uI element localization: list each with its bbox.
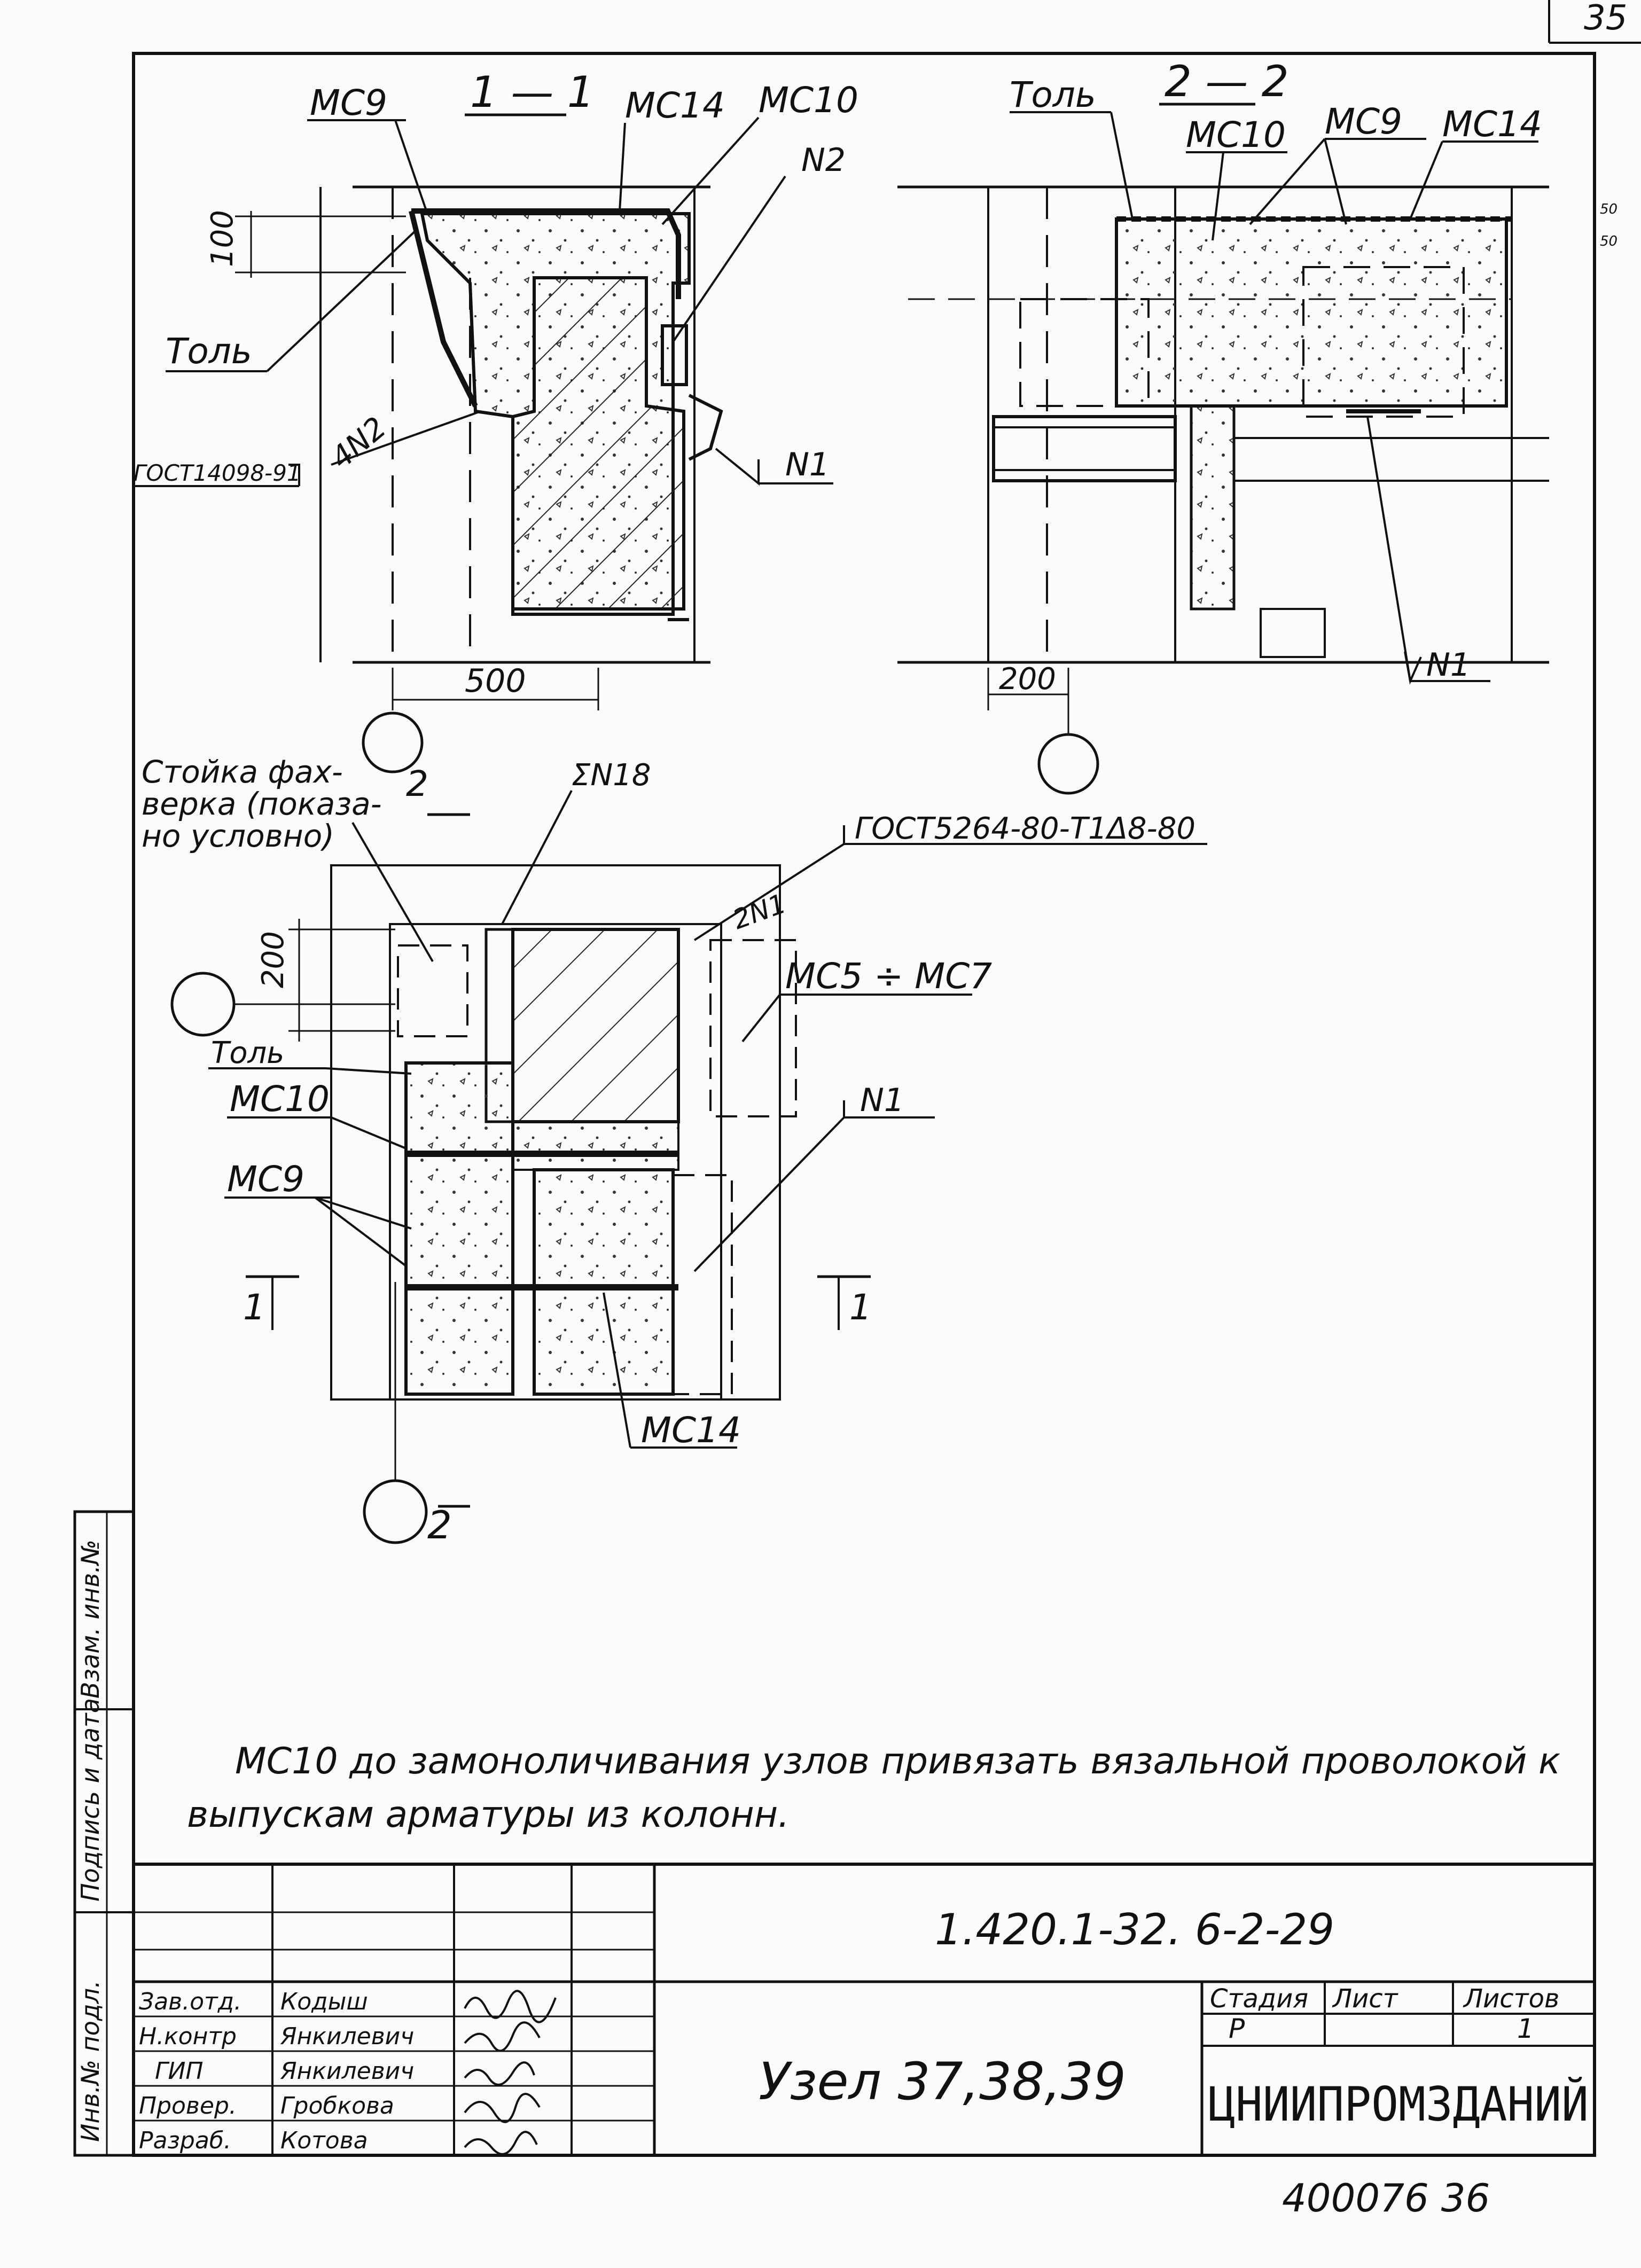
s11-dim500: 500 [465,662,526,700]
s22-title: 2 — 2 [1165,57,1289,106]
s11-mc14: МС14 [625,85,725,126]
plan-view: 200 1 1 2 2 Стойка фах- верка (показа- н… [142,754,1207,1547]
signature-5 [464,2131,538,2155]
section-2-2: 200 2 — 2 Толь МС10 МС9 МС14 N1 50 50 [897,57,1617,795]
s22-mc14: МС14 [1442,104,1542,145]
sheets-value: 1 [1517,2013,1534,2044]
s22-mc10: МС10 [1186,114,1286,155]
sheet-header: Лист [1332,1984,1399,2014]
note: МС10 до замоноличивания узлов привязать … [187,1740,1560,1836]
plan-tol: Толь [211,1036,284,1070]
plan-mc10: МС10 [230,1078,330,1120]
s22-callout-circle [1037,733,1099,795]
s22-mc9: МС9 [1325,101,1402,142]
role-5: Разраб. [139,2127,231,2154]
plan-mc9: МС9 [227,1159,304,1200]
plan-mc14: МС14 [641,1410,741,1451]
s22-dim200: 200 [999,662,1056,697]
plan-stoyka3: но условно) [142,818,334,854]
stage-header: Стадия [1210,1984,1308,2014]
role-4: Провер. [139,2092,237,2120]
plan-stoyka: Стойка фах- [142,754,343,790]
plan-gost5264: ГОСТ5264-80-Т1Δ8-80 [855,811,1195,846]
name-1: Кодыш [280,1988,368,2015]
name-4: Гробкова [280,2092,394,2120]
plan-cut1r: 1 [849,1287,872,1328]
s11-n1: N1 [785,446,830,483]
s11-mc10: МС10 [759,80,858,121]
signature-2 [464,2021,541,2052]
page-number: 35 [1584,0,1627,38]
plan-callout-bottom [363,1479,428,1544]
note-line-1: МС10 до замоноличивания узлов привязать … [235,1740,1560,1782]
drawing-title: Узел 37,38,39 [759,2052,1126,2111]
s22-n1: N1 [1426,646,1471,684]
role-1: Зав.отд. [139,1988,241,2015]
stage-value: Р [1229,2013,1245,2044]
s22-side1: 50 [1600,201,1617,217]
page-number-box: 35 [1548,0,1641,44]
role-3: ГИП [155,2058,204,2085]
signature-4 [464,2093,541,2123]
organization: ЦНИИПРОМЗДАНИЙ [1208,2077,1589,2132]
s22-tol: Толь [1010,74,1096,115]
sheets-header: Листов [1463,1984,1559,2014]
s11-tol: Толь [166,331,252,372]
name-2: Янкилевич [280,2023,414,2050]
s11-dim100: 100 [205,210,240,267]
signature-1 [464,1990,557,2023]
s11-gost: ГОСТ14098-91 [134,460,301,486]
role-2: Н.контр [139,2023,237,2050]
archive-number: 400076 36 [1282,2176,1490,2220]
plan-cut2top: 2 [406,763,428,804]
plan-mc5: МС5 ÷ МС7 [785,956,992,997]
stamp-sign: Подпись и дата [76,1698,105,1902]
drawing-code: 1.420.1-32. 6-2-29 [935,1905,1334,1954]
side-stamp: Инв.№ подл. Подпись и дата Взам. инв.№ [73,1510,135,2157]
s11-title: 1 — 1 [470,67,595,117]
s11-mc9: МС9 [310,82,387,123]
stamp-replace: Взам. инв.№ [76,1539,105,1699]
plan-callout-left [170,972,236,1037]
title-block: Зав.отд. Кодыш Н.контр Янкилевич ГИП Янк… [132,1863,1596,2157]
section-1-1: 100 500 1 — 1 МС9 МС14 МС10 N2 Толь 4N2 … [134,67,858,773]
plan-dim200: 200 [256,931,291,988]
name-3: Янкилевич [280,2058,414,2085]
note-line-2: выпускам арматуры из колонн. [187,1794,790,1836]
name-5: Котова [280,2127,368,2154]
stamp-inv: Инв.№ подл. [76,1980,105,2142]
s22-side2: 50 [1600,233,1617,249]
plan-n1: N1 [860,1082,904,1119]
s11-n2: N2 [801,142,846,179]
s11-callout-circle [362,711,424,773]
signature-3 [464,2061,535,2086]
plan-cut2bot: 2 [427,1503,452,1547]
plan-stoyka2: верка (показа- [142,786,382,822]
plan-n18: ΣN18 [572,758,651,793]
plan-cut1l: 1 [243,1287,265,1328]
s11-n2b: 4N2 [324,410,393,476]
